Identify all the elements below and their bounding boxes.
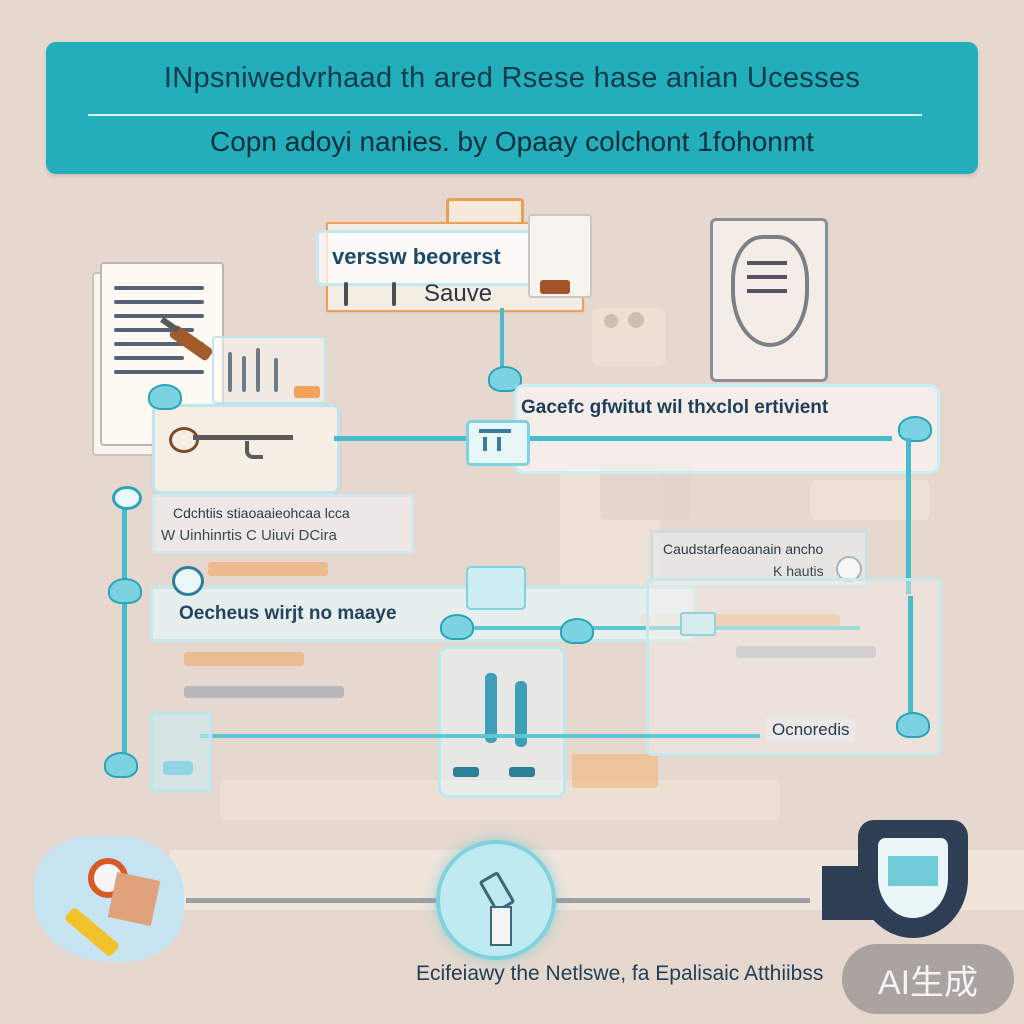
key-icon [169, 427, 199, 453]
header-divider [88, 114, 922, 116]
accent-strip [208, 562, 328, 576]
connector-ring [112, 486, 142, 510]
custom-sublabel: K hautis [773, 563, 824, 579]
accent-strip [572, 754, 658, 788]
tool-rack-icon [212, 336, 326, 404]
gray-strip [736, 646, 876, 658]
custom-label: Caudstarfeaoanain ancho [663, 541, 824, 557]
connector-node [108, 578, 142, 604]
connector-line [200, 734, 760, 738]
checkmark-icon [836, 556, 862, 582]
people-icon [592, 308, 666, 366]
checks-label: Oecheus wirjt no maaye [179, 603, 397, 624]
list-panel: Cdchtiis stiaoaaieohcaa lcca W Uinhinrti… [152, 494, 414, 554]
hand-pointer-icon [528, 214, 592, 298]
connector-line [122, 500, 127, 760]
connector-node [104, 752, 138, 778]
connector-ring [172, 566, 204, 596]
background-shape [810, 480, 930, 520]
list-label: Cdchtiis stiaoaaieohcaa lcca [173, 505, 350, 521]
shield-document-icon [710, 218, 828, 382]
connector-node [440, 614, 474, 640]
list-sublabel: W Uinhinrtis C Uiuvi DCira [161, 527, 337, 544]
lower-left-panel [150, 712, 212, 792]
sauve-label: Sauve [424, 280, 493, 307]
header-banner: INpsniwedvrhaad th ared Rsese hase anian… [46, 42, 978, 174]
shield-icon [822, 820, 970, 940]
central-panel [438, 646, 566, 798]
bottle-circle-icon [436, 840, 556, 960]
connector-line [500, 308, 504, 372]
footer-label: Ecifeiawy the Netlswe, fa Epalisaic Atth… [416, 962, 824, 985]
connector-line [908, 596, 913, 714]
gate-panel: Gacefc gfwitut wil thxclol ertivient [514, 384, 940, 474]
brush-icon [160, 316, 218, 366]
tag-icon [680, 612, 716, 636]
gray-strip [184, 686, 344, 698]
magnifier-icon [34, 836, 184, 962]
ornared-label: Ocnoredis [766, 718, 856, 742]
key-panel [152, 404, 340, 494]
accent-strip [184, 652, 304, 666]
ai-generated-watermark: AI生成 [842, 944, 1014, 1014]
header-title: INpsniwedvrhaad th ared Rsese hase anian… [163, 62, 861, 94]
connector-line [334, 436, 468, 441]
connector-node [898, 416, 932, 442]
connector-node [896, 712, 930, 738]
connector-node [148, 384, 182, 410]
connector-line [524, 436, 892, 441]
connector-line [906, 438, 911, 594]
header-subtitle: Copn adoyi nanies. by Opaay colchont 1fo… [210, 126, 814, 157]
checkpoint-icon [466, 420, 530, 466]
verssw-label: verssw beorerst [332, 244, 501, 269]
gate-label: Gacefc gfwitut wil thxclol ertivient [521, 397, 829, 418]
checks-panel: Oecheus wirjt no maaye [150, 586, 696, 642]
connector-node [560, 618, 594, 644]
lock-icon [466, 566, 526, 610]
connector-line [450, 626, 860, 630]
